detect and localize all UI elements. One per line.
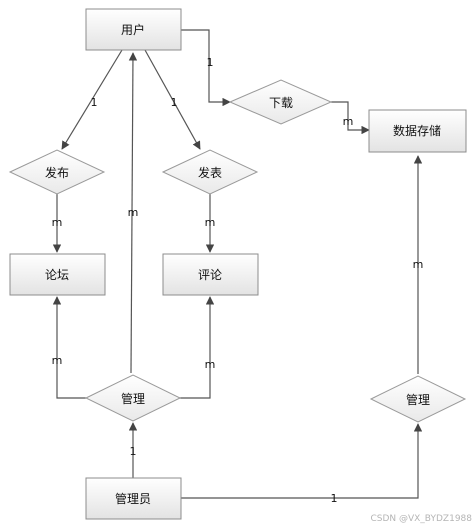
edge-download-storage bbox=[331, 101, 370, 135]
rel-manage-right-diamond bbox=[369, 375, 467, 423]
entity-comment-label: 评论 bbox=[198, 268, 222, 282]
card-admin-manage: 1 bbox=[130, 445, 137, 458]
entity-forum-label: 论坛 bbox=[45, 268, 69, 282]
edge-manage-comment bbox=[179, 296, 215, 399]
watermark-text: CSDN @VX_BYDZ1988 bbox=[370, 514, 472, 524]
edge-user-download bbox=[181, 29, 231, 107]
rel-manage-center-label: 管理 bbox=[121, 391, 145, 406]
card-manage-forum: m bbox=[52, 354, 63, 367]
card-admin-manage-right: 1 bbox=[331, 492, 338, 505]
card-user-publish: 1 bbox=[91, 96, 98, 109]
entity-comment-box bbox=[162, 253, 259, 296]
entity-user-box bbox=[85, 8, 182, 51]
rel-post-diamond bbox=[161, 149, 259, 195]
entity-admin-label: 管理员 bbox=[115, 491, 151, 506]
card-download-storage: m bbox=[343, 115, 354, 128]
entity-forum-box bbox=[9, 253, 106, 296]
rel-download-label: 下载 bbox=[269, 96, 293, 110]
card-manage-comment: m bbox=[205, 358, 216, 371]
rel-manage-right-label: 管理 bbox=[406, 392, 430, 407]
edge-admin-manage-right bbox=[181, 423, 423, 499]
rel-manage-center-diamond bbox=[84, 374, 182, 422]
rel-post-label: 发表 bbox=[198, 165, 222, 180]
rel-publish-label: 发布 bbox=[45, 165, 69, 180]
entity-admin-box bbox=[85, 477, 182, 520]
card-manage-storage: m bbox=[413, 258, 424, 271]
entity-user-label: 用户 bbox=[121, 22, 145, 37]
edge-manage-user bbox=[128, 52, 138, 374]
entity-storage-label: 数据存储 bbox=[393, 123, 441, 138]
card-manage-user: m bbox=[128, 206, 139, 219]
edge-manage-forum bbox=[52, 296, 86, 399]
rel-download-diamond bbox=[228, 79, 333, 125]
card-user-download: 1 bbox=[207, 56, 214, 69]
card-post-comment: m bbox=[205, 216, 216, 229]
card-publish-forum: m bbox=[52, 216, 63, 229]
rel-publish-diamond bbox=[8, 149, 106, 195]
card-user-post: 1 bbox=[171, 96, 178, 109]
edge-user-publish bbox=[61, 49, 123, 150]
edge-user-post bbox=[144, 49, 201, 150]
entity-storage-box bbox=[368, 109, 467, 153]
